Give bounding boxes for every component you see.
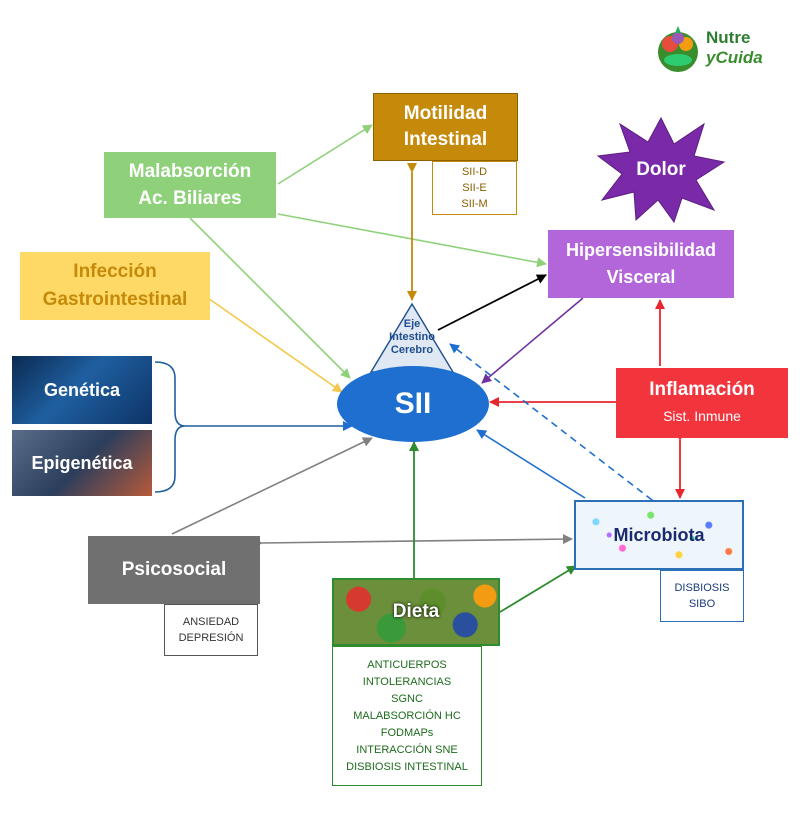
arrow-microbiota-sii xyxy=(476,429,586,499)
note-item: MALABSORCIÓN HC xyxy=(353,709,461,722)
dolor-star xyxy=(596,116,726,224)
logo: Nutre yCuida xyxy=(654,22,784,78)
infeccion-line2: Gastrointestinal xyxy=(42,289,188,310)
dieta-box: Dieta xyxy=(332,578,500,646)
inflamacion-box: Inflamación Sist. Inmune xyxy=(616,368,788,438)
arrow-hipersensibilidad-sii xyxy=(481,297,584,384)
sii-node: SII xyxy=(337,366,489,442)
note-item: ANTICUERPOS xyxy=(367,658,447,671)
note-item: SGNC xyxy=(391,692,423,705)
genetica-bracket xyxy=(154,361,186,493)
malabsorcion-line2: Ac. Biliares xyxy=(138,188,242,209)
eje-label: Eje Intestino Cerebro xyxy=(367,318,457,357)
malabsorcion-line1: Malabsorción xyxy=(128,161,252,182)
dolor-label: Dolor xyxy=(636,159,686,180)
arrow-malabsorcion-sii xyxy=(189,217,351,379)
hipersensibilidad-line2: Visceral xyxy=(606,267,676,287)
logo-line2: yCuida xyxy=(706,48,763,67)
subtype-item: SII-E xyxy=(462,182,487,194)
psicosocial-label: Psicosocial xyxy=(121,559,227,580)
motilidad-line2: Intestinal xyxy=(403,129,488,150)
eje-line2: Intestino xyxy=(389,331,435,343)
arrow-microbiota-eje xyxy=(449,343,663,510)
arrow-dieta-microbiota xyxy=(489,565,577,621)
epigenetica-box: Epigenética xyxy=(12,430,152,496)
note-item: INTOLERANCIAS xyxy=(362,675,452,688)
inflamacion-line2: Sist. Inmune xyxy=(663,408,741,424)
microbiota-box: Microbiota xyxy=(574,500,744,570)
arrow-infeccion-sii xyxy=(204,295,343,393)
arrow-psicosocial-microbiota xyxy=(252,534,573,549)
note-item: INTERACCIÓN SNE xyxy=(356,743,458,756)
microbiota-notes: DISBIOSIS SIBO xyxy=(660,570,744,622)
logo-line1: Nutre xyxy=(706,28,751,47)
infeccion-line1: Infección xyxy=(73,261,157,282)
inflamacion-line1: Inflamación xyxy=(649,379,755,400)
sii-label: SII xyxy=(394,387,432,420)
note-item: SIBO xyxy=(688,598,716,610)
motilidad-line1: Motilidad xyxy=(403,103,488,124)
note-item: DISBIOSIS xyxy=(674,582,730,594)
hipersensibilidad-box: Hipersensibilidad Visceral xyxy=(548,230,734,298)
dieta-label: Dieta xyxy=(392,601,440,622)
arrow-malabsorcion-motilidad xyxy=(277,124,373,185)
microbiota-label: Microbiota xyxy=(613,524,705,545)
genetica-box: Genética xyxy=(12,356,152,424)
subtype-item: SII-M xyxy=(461,198,488,210)
note-item: ANSIEDAD xyxy=(182,616,240,628)
note-item: FODMAPs xyxy=(380,726,434,739)
psicosocial-notes: ANSIEDAD DEPRESIÓN xyxy=(164,604,258,656)
subtype-item: SII-D xyxy=(461,166,488,178)
arrow-eje-hipersensibilidad xyxy=(437,274,547,331)
dieta-notes: ANTICUERPOS INTOLERANCIAS SGNC MALABSORC… xyxy=(332,646,482,786)
eje-line1: Eje xyxy=(403,318,421,330)
hipersensibilidad-line1: Hipersensibilidad xyxy=(565,240,717,260)
malabsorcion-box: Malabsorción Ac. Biliares xyxy=(104,152,276,218)
motilidad-box: Motilidad Intestinal xyxy=(373,93,518,161)
eje-line3: Cerebro xyxy=(390,344,434,356)
psicosocial-box: Psicosocial xyxy=(88,536,260,604)
motilidad-subtypes: SII-D SII-E SII-M xyxy=(432,161,517,215)
epigenetica-label: Epigenética xyxy=(31,452,133,473)
dolor-label-wrap: Dolor xyxy=(596,150,726,190)
genetica-label: Genética xyxy=(43,379,121,400)
infeccion-box: Infección Gastrointestinal xyxy=(20,252,210,320)
note-item: DEPRESIÓN xyxy=(178,632,244,644)
logo-icon xyxy=(658,26,698,72)
note-item: DISBIOSIS INTESTINAL xyxy=(346,760,468,773)
arrow-psicosocial-sii xyxy=(171,437,373,535)
